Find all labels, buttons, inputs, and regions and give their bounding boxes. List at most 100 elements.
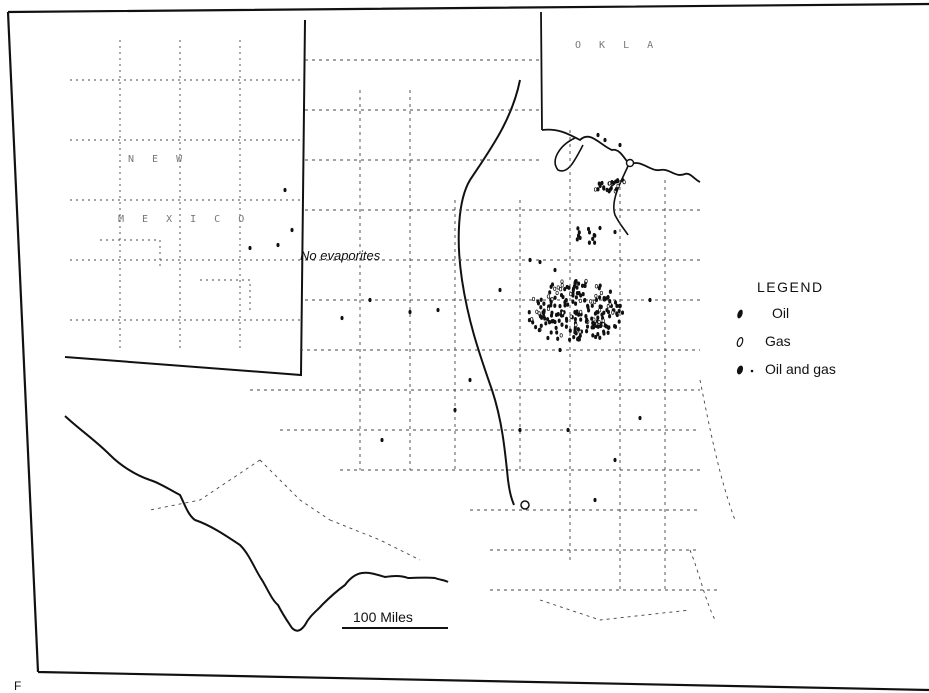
field-mark (602, 295, 606, 301)
field-mark (584, 314, 588, 319)
oil-and-gas-symbol-icon (736, 365, 744, 375)
field-mark (601, 318, 605, 323)
field-mark (560, 283, 564, 288)
field-mark (564, 298, 568, 303)
field-mark (554, 312, 559, 318)
field-mark (608, 314, 612, 319)
field-mark (573, 279, 578, 284)
new-mexico-label: N E W (128, 154, 188, 165)
field-mark (544, 321, 548, 326)
field-mark (602, 185, 606, 190)
field-mark (598, 335, 602, 340)
field-mark (574, 301, 578, 306)
field-mark (598, 304, 602, 309)
field-mark (597, 319, 601, 325)
field-mark (617, 319, 621, 324)
field-mark (546, 335, 550, 341)
field-mark (579, 309, 583, 315)
red-river (541, 128, 701, 183)
field-mark (528, 257, 532, 263)
field-mark (606, 330, 610, 335)
field-mark (606, 325, 611, 330)
gas-symbol-icon (736, 337, 744, 347)
field-mark (615, 303, 619, 309)
field-mark (608, 181, 612, 186)
field-mark (617, 308, 621, 314)
field-mark (542, 301, 546, 306)
field-mark (566, 302, 570, 307)
field-mark (594, 297, 599, 303)
field-mark (585, 324, 590, 329)
field-mark (583, 298, 587, 303)
field-mark (592, 317, 596, 322)
field-mark (576, 336, 580, 342)
legend-item-gas: Gas (736, 333, 791, 349)
county-lines-tx (149, 59, 736, 621)
field-mark (530, 317, 534, 322)
mexico-label: M E X I C O (118, 214, 250, 225)
field-mark (613, 457, 617, 463)
field-mark (612, 180, 616, 186)
field-mark (567, 285, 571, 290)
field-mark (553, 295, 557, 300)
field-mark (585, 317, 589, 322)
field-mark (568, 328, 572, 333)
field-mark (542, 313, 546, 319)
field-mark (559, 333, 563, 338)
field-mark (340, 315, 344, 321)
field-mark (638, 415, 642, 421)
field-mark (560, 322, 564, 327)
field-mark (380, 437, 384, 443)
field-mark (583, 283, 587, 288)
field-mark (573, 317, 577, 322)
field-mark (538, 314, 542, 319)
field-mark (539, 323, 543, 328)
field-mark (593, 497, 597, 503)
field-mark (594, 293, 598, 299)
field-mark (596, 332, 600, 337)
fault-end-circle (625, 158, 635, 168)
field-mark (596, 310, 600, 315)
field-mark (574, 295, 578, 300)
field-mark (618, 142, 622, 148)
field-mark (577, 281, 581, 286)
field-mark (589, 299, 593, 304)
field-mark (553, 267, 557, 273)
field-mark (527, 310, 531, 315)
field-mark (614, 187, 618, 192)
field-mark (598, 183, 602, 189)
field-mark (569, 291, 573, 297)
field-mark (553, 303, 557, 308)
field-mark (620, 310, 625, 315)
panhandle-east-border (540, 11, 543, 131)
field-mark (581, 291, 585, 297)
field-mark (569, 314, 573, 319)
field-mark (648, 297, 652, 303)
field-mark (590, 303, 594, 308)
field-mark (565, 318, 569, 323)
field-mark (368, 297, 372, 303)
field-mark (579, 317, 583, 322)
field-mark (573, 327, 577, 333)
legend: LEGEND Oil Gas Oil and gas (736, 279, 836, 377)
field-mark (534, 324, 538, 330)
no-evaporites-label: No evaporites (300, 248, 381, 263)
field-mark (593, 240, 597, 245)
field-mark (453, 407, 457, 413)
field-mark (574, 322, 578, 328)
field-mark (546, 317, 550, 322)
field-mark (608, 299, 612, 304)
caption-fragment: F (14, 679, 21, 693)
field-mark (563, 303, 567, 308)
field-mark (613, 324, 618, 329)
field-mark (613, 229, 617, 235)
field-mark (571, 286, 576, 291)
field-mark (598, 225, 602, 231)
field-mark (536, 299, 540, 304)
field-mark (549, 299, 553, 305)
field-mark (579, 293, 583, 298)
texas-rio-grande-border (64, 415, 449, 632)
field-mark (596, 187, 600, 192)
field-mark (593, 233, 597, 238)
field-mark (248, 245, 252, 251)
